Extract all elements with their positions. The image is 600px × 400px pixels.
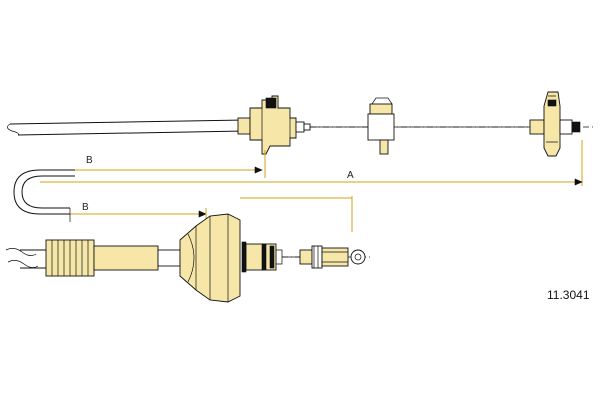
lower-tube-step bbox=[157, 249, 181, 267]
dim-a-arrow bbox=[574, 178, 583, 186]
lower-cable-assembly bbox=[5, 213, 370, 303]
dimension-lines: B A B bbox=[13, 140, 583, 232]
upper-cable-assembly bbox=[7, 91, 596, 157]
lower-tube bbox=[93, 245, 159, 271]
lower-ring-1 bbox=[241, 241, 247, 273]
upper-sheath-break bbox=[7, 123, 19, 136]
cable-loop bbox=[13, 169, 75, 215]
upper-ferrule bbox=[237, 117, 251, 135]
dim-a-label: A bbox=[347, 170, 354, 181]
upper-housing-left bbox=[249, 95, 311, 155]
part-number: 11.3041 bbox=[547, 288, 590, 302]
dim-b-upper-label: B bbox=[86, 155, 93, 166]
upper-middle-grommet bbox=[367, 97, 395, 155]
dim-b-lower-label: B bbox=[82, 202, 89, 213]
upper-end-fitting bbox=[529, 91, 581, 157]
lower-ring-2 bbox=[261, 243, 267, 271]
dim-b-upper-arrow bbox=[254, 166, 263, 174]
cable-loop-inner bbox=[21, 175, 75, 209]
lower-ring-3 bbox=[269, 245, 275, 269]
lower-sheath-break bbox=[5, 248, 39, 268]
upper-sheath-top bbox=[9, 119, 246, 125]
upper-sheath-bottom bbox=[17, 130, 246, 136]
dim-b-lower-arrow bbox=[198, 210, 207, 218]
lower-end-fitting bbox=[299, 245, 366, 269]
